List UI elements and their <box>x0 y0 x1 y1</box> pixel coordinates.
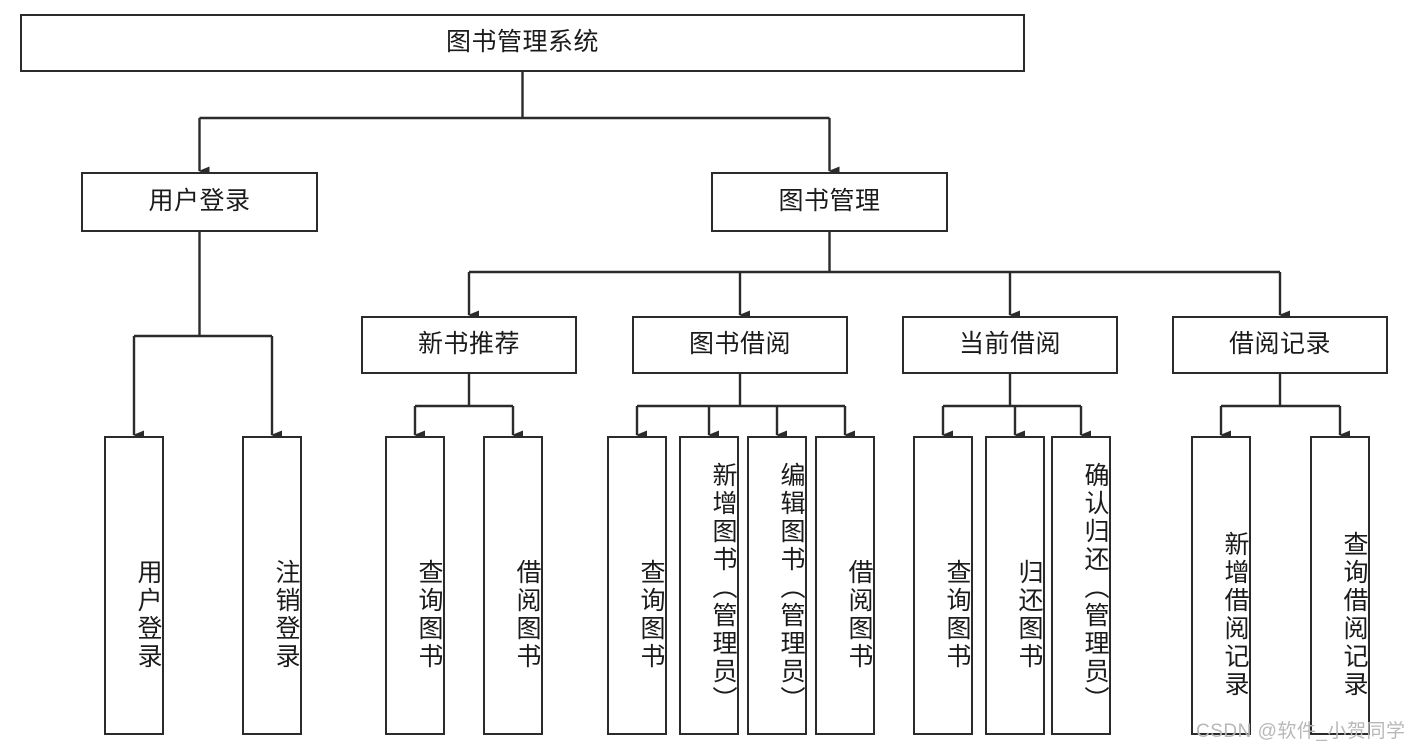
node-label: 查询图书 <box>943 558 971 671</box>
node-label: 借阅记录 <box>1228 330 1331 359</box>
node-leaf-leaf-user-logout[interactable]: 注销登录 <box>242 436 302 735</box>
node-label: 图书管理系统 <box>445 28 599 57</box>
node-label: 用户登录 <box>148 187 251 216</box>
node-label: 借阅图书 <box>513 558 541 671</box>
node-user-login[interactable]: 用户登录 <box>81 172 318 232</box>
node-label: 新增借阅记录 <box>1221 530 1249 699</box>
node-label: 查询图书 <box>415 558 443 671</box>
node-label: 用户登录 <box>134 558 162 671</box>
node-leaf-leaf-user-login[interactable]: 用户登录 <box>104 436 164 735</box>
node-label: 归还图书 <box>1015 558 1043 671</box>
node-leaf-leaf-return-book[interactable]: 归还图书 <box>985 436 1045 735</box>
node-label: 新书推荐 <box>417 330 520 359</box>
node-leaf-leaf-query-book-recommend[interactable]: 查询图书 <box>385 436 445 735</box>
node-book-borrow[interactable]: 图书借阅 <box>632 316 848 374</box>
node-new-book-recommend[interactable]: 新书推荐 <box>361 316 577 374</box>
node-leaf-leaf-query-borrow-record[interactable]: 查询借阅记录 <box>1310 436 1370 735</box>
node-root-root[interactable]: 图书管理系统 <box>20 14 1025 72</box>
watermark-text: CSDN @软件_小贺同学 <box>1196 721 1405 742</box>
node-label: 图书借阅 <box>688 330 791 359</box>
node-label: 当前借阅 <box>958 330 1061 359</box>
node-leaf-leaf-add-borrow-record[interactable]: 新增借阅记录 <box>1191 436 1251 735</box>
node-leaf-leaf-confirm-return-admin[interactable]: 确认归还（管理员） <box>1051 436 1111 735</box>
node-leaf-leaf-query-book-borrow[interactable]: 查询图书 <box>607 436 667 735</box>
node-label: 注销登录 <box>272 558 300 671</box>
node-label: 编辑图书（管理员） <box>777 461 805 714</box>
node-leaf-leaf-query-book-current[interactable]: 查询图书 <box>913 436 973 735</box>
node-borrow-record[interactable]: 借阅记录 <box>1172 316 1388 374</box>
node-leaf-leaf-borrow-book-recommend[interactable]: 借阅图书 <box>483 436 543 735</box>
node-label: 借阅图书 <box>845 558 873 671</box>
node-label: 查询借阅记录 <box>1340 530 1368 699</box>
node-leaf-leaf-edit-book-admin[interactable]: 编辑图书（管理员） <box>747 436 807 735</box>
node-book-management[interactable]: 图书管理 <box>711 172 948 232</box>
node-current-borrow[interactable]: 当前借阅 <box>902 316 1118 374</box>
node-leaf-leaf-borrow-book[interactable]: 借阅图书 <box>815 436 875 735</box>
node-leaf-leaf-add-book-admin[interactable]: 新增图书（管理员） <box>679 436 739 735</box>
node-label: 图书管理 <box>778 187 881 216</box>
node-label: 确认归还（管理员） <box>1081 461 1109 714</box>
node-label: 新增图书（管理员） <box>709 461 737 714</box>
node-label: 查询图书 <box>637 558 665 671</box>
